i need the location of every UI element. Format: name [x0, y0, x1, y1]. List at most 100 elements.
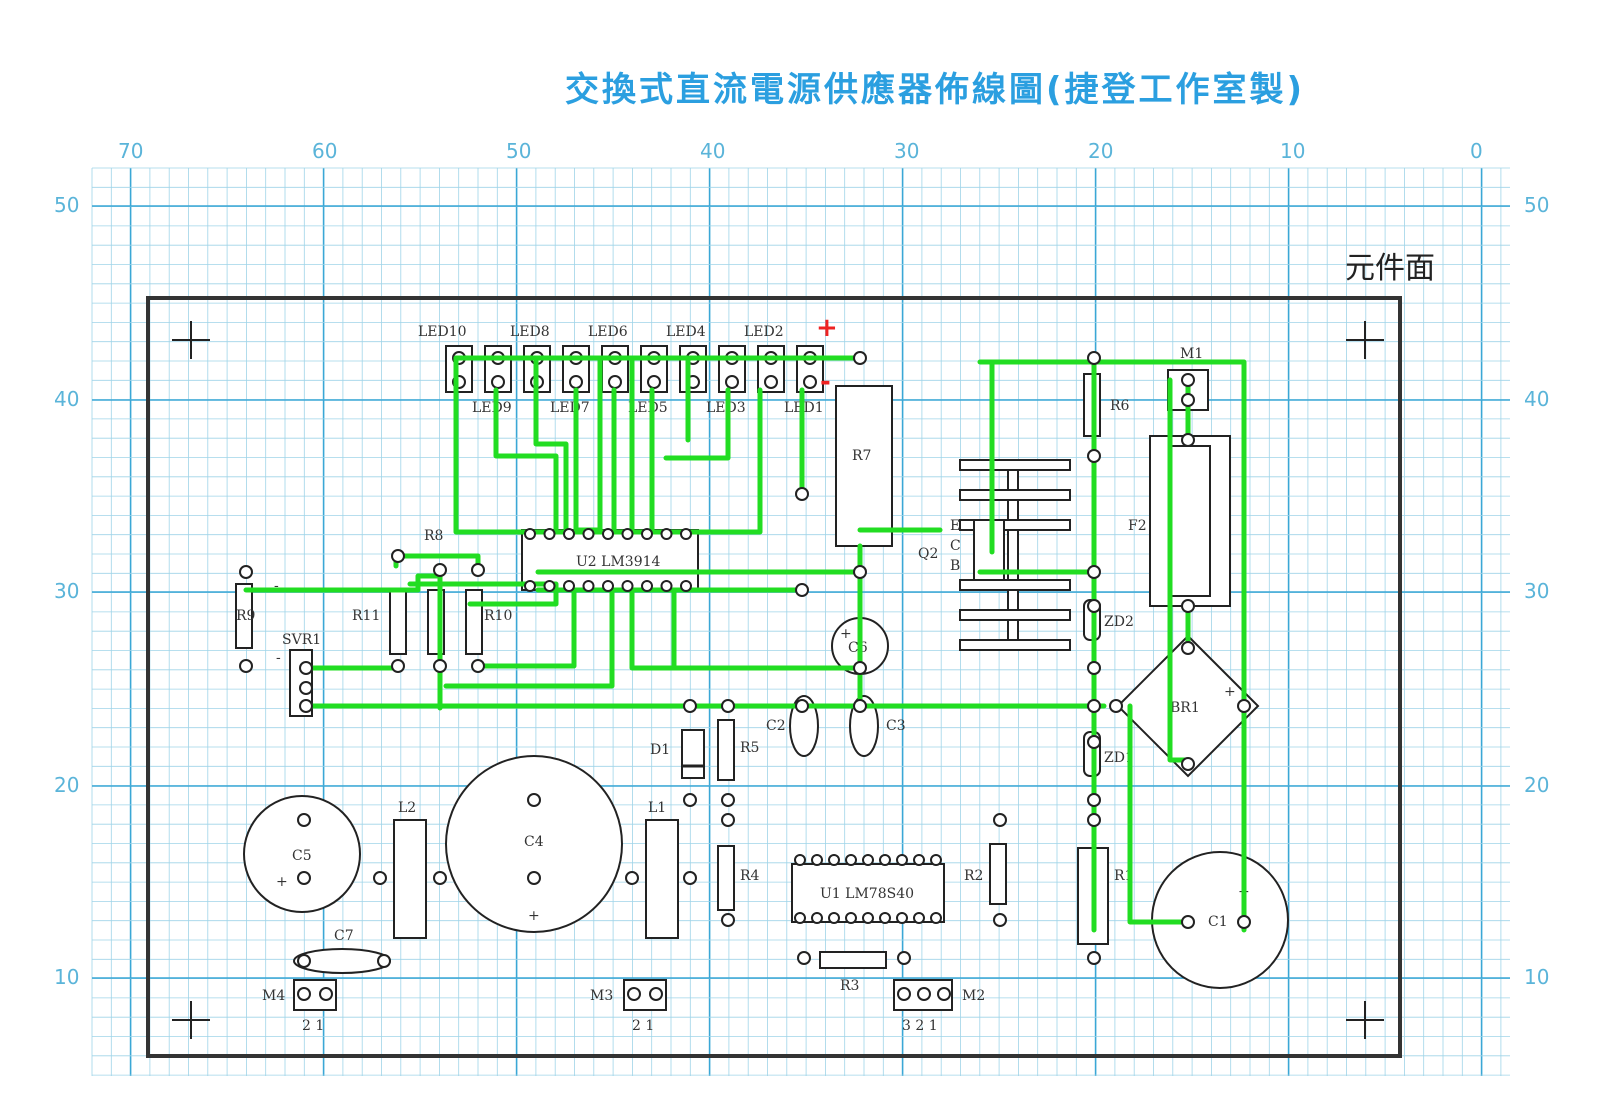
led-pad [491, 375, 505, 389]
pad [377, 954, 391, 968]
pad [625, 871, 639, 885]
ic-pin [828, 912, 840, 924]
y-tick-label: 50 [1524, 193, 1549, 217]
y-tick-label: 50 [54, 193, 79, 217]
pad [627, 987, 641, 1001]
led-pad [725, 375, 739, 389]
inductor-l1: L1 [645, 800, 679, 939]
svg-text:R11: R11 [352, 608, 380, 624]
pad [1087, 735, 1101, 749]
led-pad [803, 375, 817, 389]
svg-text:R2: R2 [964, 868, 983, 884]
copper-traces [243, 355, 1247, 933]
pad [391, 659, 405, 673]
pad [853, 351, 867, 365]
y-tick-label: 30 [1524, 579, 1549, 603]
pad [527, 793, 541, 807]
svg-text:E: E [950, 518, 960, 534]
resistor-r6: R6 [1083, 373, 1130, 437]
svg-text:SVR1: SVR1 [282, 632, 321, 648]
pad [1181, 599, 1195, 613]
x-tick-label: 50 [506, 139, 531, 163]
resistor-r3: R3 [819, 951, 887, 994]
ic-pin [524, 580, 536, 592]
svg-text:R9: R9 [236, 608, 255, 624]
led-pad [608, 375, 622, 389]
transistor-q2-heatsink [959, 459, 1071, 651]
y-tick-label: 20 [54, 773, 79, 797]
ic-pin [602, 580, 614, 592]
svg-text:ZD2: ZD2 [1104, 614, 1134, 630]
svg-text:R7: R7 [852, 448, 871, 464]
pad [433, 563, 447, 577]
pad [797, 951, 811, 965]
ic-pin [641, 580, 653, 592]
mounting-marks [172, 321, 1384, 1039]
pad [795, 699, 809, 713]
pad [1087, 351, 1101, 365]
pad [299, 681, 313, 695]
pad [795, 487, 809, 501]
pad [649, 987, 663, 1001]
pad [721, 913, 735, 927]
pad [527, 871, 541, 885]
pad [1181, 393, 1195, 407]
resistor-r7: R7 [835, 385, 893, 547]
pad [239, 565, 253, 579]
pad [853, 565, 867, 579]
svg-text:L1: L1 [648, 800, 666, 816]
svg-text:M2: M2 [962, 988, 985, 1004]
ic-pin [563, 580, 575, 592]
pad [1087, 599, 1101, 613]
ic-pin [913, 854, 925, 866]
ic-u2-lm3914: U2 LM3914 [521, 529, 699, 591]
svg-text:U1 LM78S40: U1 LM78S40 [820, 886, 914, 902]
svg-text:C: C [950, 538, 961, 554]
ic-pin [543, 580, 556, 592]
pad [917, 987, 931, 1001]
pad [853, 661, 867, 675]
svg-text:F2: F2 [1128, 518, 1147, 534]
capacitor-c2: C2 [766, 695, 819, 757]
pad [1181, 433, 1195, 447]
pad [299, 661, 313, 675]
ic-pin [660, 580, 673, 592]
ic-pin [845, 854, 857, 866]
pad [1181, 915, 1195, 929]
pad [1087, 793, 1101, 807]
pad [897, 987, 911, 1001]
label-led2: LED2 [744, 324, 784, 340]
svg-text:U2 LM3914: U2 LM3914 [576, 554, 661, 570]
pad [1087, 449, 1101, 463]
svg-text:L2: L2 [398, 800, 416, 816]
svg-text:R10: R10 [484, 608, 512, 624]
diode-d1: D1 [650, 729, 705, 779]
svg-text:M1: M1 [1180, 346, 1203, 362]
ic-pin [828, 854, 840, 866]
ic-pin [896, 912, 908, 924]
pad [993, 813, 1007, 827]
ic-pin [621, 580, 634, 592]
pad [1087, 661, 1101, 675]
pad [853, 699, 867, 713]
y-tick-label: 40 [54, 387, 79, 411]
svg-text:ZD1: ZD1 [1104, 750, 1134, 766]
pad [1181, 641, 1195, 655]
led-outline [718, 345, 746, 393]
ic-pin [621, 528, 634, 540]
ic-pin [660, 528, 673, 540]
pad [433, 659, 447, 673]
ic-pin [879, 912, 891, 924]
ic-pin [680, 528, 692, 540]
inductor-l2: L2 [393, 800, 427, 939]
ic-pin [896, 854, 908, 866]
pad [297, 987, 311, 1001]
pad [1181, 373, 1195, 387]
board-outline [146, 296, 1402, 1058]
ic-pin [563, 528, 575, 540]
plus-mark-c4: + [528, 908, 540, 924]
ic-pin [930, 854, 942, 866]
led-pad [647, 375, 661, 389]
ic-pin [862, 854, 874, 866]
